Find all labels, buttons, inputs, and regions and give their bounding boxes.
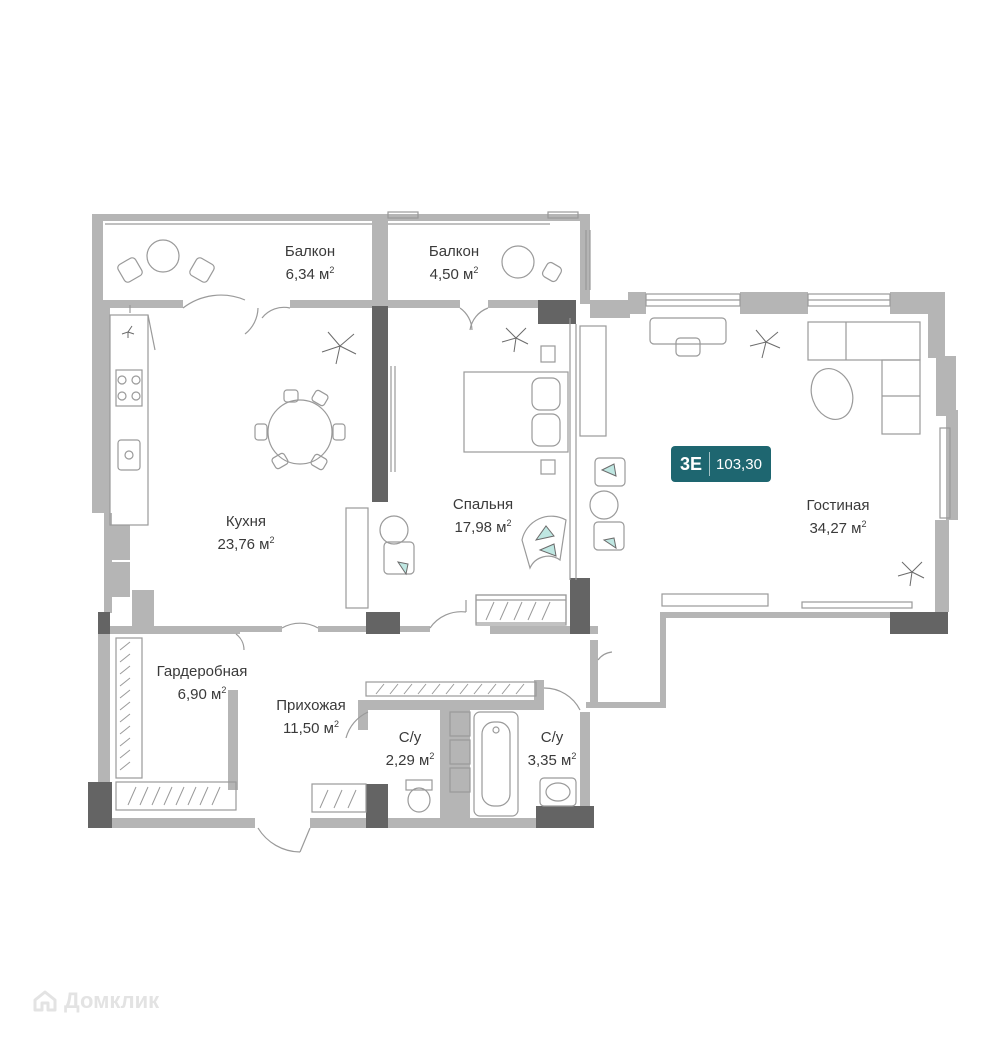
room-area: 11,50 м2 (283, 719, 339, 737)
room-area: 3,35 м2 (527, 751, 577, 769)
room-label-balcony-2: Балкон 4,50 м2 (429, 242, 479, 284)
room-area: 4,50 м2 (429, 265, 479, 283)
outer-walls (92, 214, 958, 828)
watermark: Домклик (32, 988, 159, 1014)
room-name: Гардеробная (156, 663, 248, 680)
room-area: 17,98 м2 (454, 518, 512, 536)
apartment-total-area: 103,30 (716, 455, 762, 473)
room-label-hall: Прихожая 11,50 м2 (276, 696, 346, 738)
room-name: Спальня (452, 496, 514, 513)
room-name: Балкон (428, 243, 480, 260)
room-name: С/у (540, 729, 564, 746)
decor-accents (396, 463, 617, 576)
room-label-kitchen: Кухня 23,76 м2 (217, 512, 274, 554)
room-name: Кухня (225, 513, 267, 530)
room-label-bedroom: Спальня 17,98 м2 (453, 495, 513, 537)
house-logo-icon (33, 990, 57, 1012)
apartment-badge: 3E 103,30 (671, 446, 771, 482)
room-label-bath-2: С/у 3,35 м2 (528, 728, 577, 770)
room-area: 2,29 м2 (385, 751, 435, 769)
hatching (119, 601, 551, 809)
room-name: Балкон (284, 243, 336, 260)
room-name: С/у (398, 729, 422, 746)
thin-lines (105, 211, 951, 853)
room-label-living: Гостиная 34,27 м2 (807, 496, 870, 538)
room-name: Прихожая (276, 697, 346, 714)
room-label-bath-1: С/у 2,29 м2 (386, 728, 435, 770)
watermark-text: Домклик (64, 988, 160, 1013)
plants (121, 325, 925, 587)
room-name: Гостиная (806, 497, 870, 514)
room-area: 6,34 м2 (285, 265, 335, 283)
room-area: 34,27 м2 (809, 519, 867, 537)
dark-walls (88, 300, 948, 828)
room-label-wardrobe: Гардеробная 6,90 м2 (157, 662, 248, 704)
room-label-balcony-1: Балкон 6,34 м2 (285, 242, 335, 284)
room-area: 23,76 м2 (217, 535, 275, 553)
room-area: 6,90 м2 (177, 685, 227, 703)
apartment-type: 3E (671, 452, 711, 476)
